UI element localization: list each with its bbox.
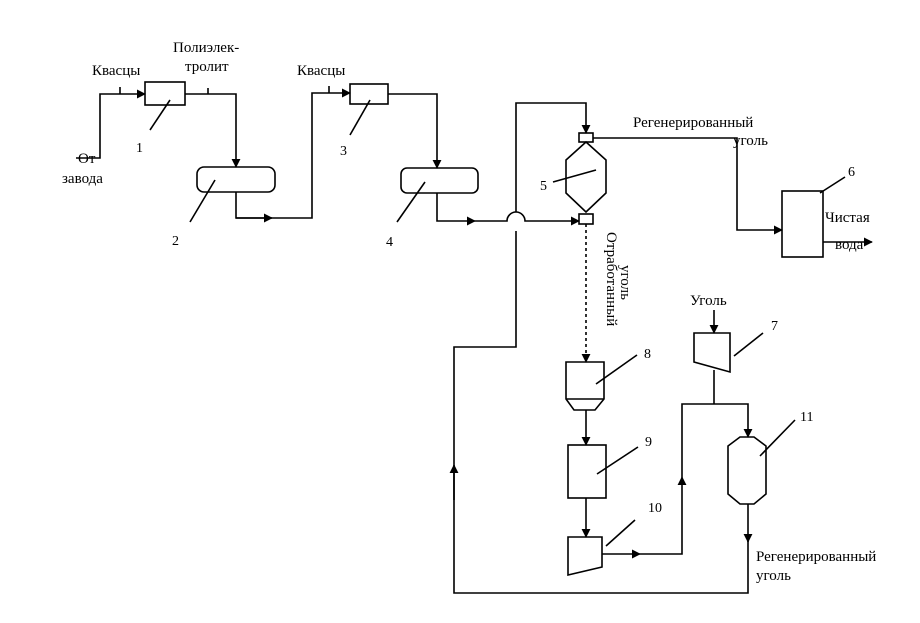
number-8: 8 <box>644 347 651 362</box>
line-10-up <box>640 476 687 555</box>
alum-label-2: Квасцы <box>297 63 345 79</box>
coal-label: Уголь <box>690 293 727 309</box>
line-4-5 <box>475 211 580 226</box>
regen-coal-bottom-label-2: уголь <box>756 568 791 584</box>
line-3-4 <box>388 93 442 169</box>
number-2: 2 <box>172 234 179 249</box>
number-1: 1 <box>136 141 143 156</box>
spent-coal-label-1: Отработанный <box>603 232 619 326</box>
plant-label: завода <box>62 171 103 187</box>
adsorber-top-valve <box>578 132 594 143</box>
from-label: От <box>78 151 96 167</box>
line-5-6 <box>593 137 783 235</box>
line-1-2 <box>185 93 241 168</box>
line-to-11 <box>681 403 753 477</box>
coal-feeder-7 <box>693 332 731 374</box>
adsorber-5 <box>565 140 607 214</box>
number-3: 3 <box>340 144 347 159</box>
number-9: 9 <box>645 435 652 450</box>
number-11: 11 <box>800 410 813 425</box>
line-2-3 <box>236 88 351 219</box>
vessel-11 <box>727 436 767 505</box>
regen-coal-top-label-1: Регенерированный <box>633 115 753 131</box>
line-4-out <box>436 193 476 226</box>
polyelectrolyte-label-1: Полиэлек- <box>173 40 239 56</box>
regen-coal-bottom-label-1: Регенерированный <box>756 549 876 565</box>
mixer-1 <box>144 81 186 106</box>
number-10: 10 <box>648 501 662 516</box>
line-2-out <box>235 192 273 223</box>
alum-label-1: Квасцы <box>92 63 140 79</box>
furnace-10 <box>567 536 603 577</box>
settler-2 <box>196 166 276 193</box>
number-6: 6 <box>848 165 855 180</box>
hopper-8 <box>565 361 605 411</box>
number-5: 5 <box>540 179 547 194</box>
number-7: 7 <box>771 319 778 334</box>
polyelectrolyte-label-2: тролит <box>185 59 229 75</box>
line-from-plant <box>76 89 146 159</box>
number-4: 4 <box>386 235 393 250</box>
spent-coal-label-2: уголь <box>617 265 633 300</box>
clean-water-label-1: Чистая <box>825 210 870 226</box>
settler-4 <box>400 167 479 194</box>
clean-water-label-2: вода <box>835 237 864 253</box>
adsorber-bottom-valve <box>578 213 594 225</box>
line-to-adsorber-top <box>515 102 591 212</box>
regen-coal-top-label-2: уголь <box>733 133 768 149</box>
tank-6 <box>781 190 824 258</box>
